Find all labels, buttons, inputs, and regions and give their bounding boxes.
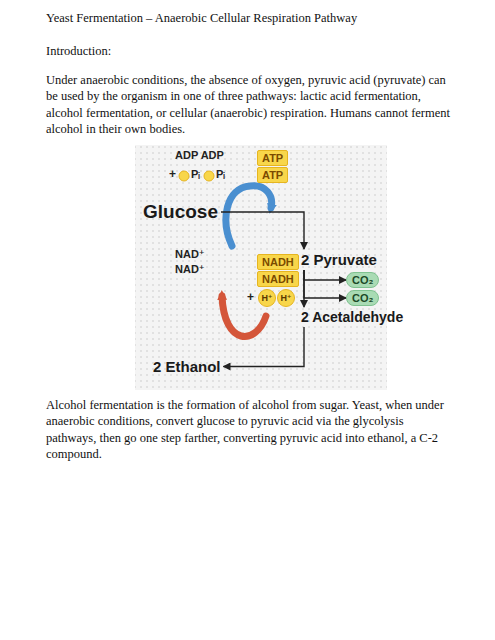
- phosphate-dot: [179, 171, 189, 181]
- molecule-label: NAD⁺: [175, 248, 205, 261]
- atp-box: ATP: [257, 167, 288, 183]
- node-text: NADH: [262, 255, 294, 269]
- node-text: ATP: [262, 151, 283, 165]
- plus-sign: +: [169, 167, 176, 181]
- node-text: H⁺: [261, 292, 273, 304]
- node-text: 2 Ethanol: [153, 358, 221, 375]
- node-text: ATP: [262, 168, 283, 182]
- node-text: H⁺: [280, 292, 292, 304]
- phosphate-dot: [204, 171, 214, 181]
- co2-pill: CO₂: [346, 290, 379, 306]
- section-heading: Introduction:: [46, 43, 111, 59]
- flow-arrow: [304, 270, 346, 280]
- body-paragraph: Alcohol fermentation is the formation of…: [46, 397, 456, 462]
- flow-arrow: [221, 212, 304, 249]
- energy-arrow: [226, 186, 272, 246]
- compound-label: Glucose: [140, 199, 221, 225]
- flow-arrow: [304, 270, 346, 298]
- co2-pill: CO₂: [346, 272, 379, 288]
- node-text: CO₂: [352, 273, 373, 287]
- atp-box: ATP: [257, 150, 288, 166]
- body-paragraph: Under anaerobic conditions, the absence …: [46, 72, 456, 137]
- page-title: Yeast Fermentation – Anaerobic Cellular …: [46, 10, 466, 26]
- proton-circle: H⁺: [258, 289, 276, 307]
- nadh-box: NADH: [257, 254, 299, 270]
- dot-grid: [135, 145, 387, 390]
- flow-arrow: [224, 327, 305, 367]
- molecule-label: NAD⁺: [175, 263, 205, 276]
- node-text: 2 Acetaldehyde: [301, 309, 403, 325]
- node-text: CO₂: [352, 291, 373, 305]
- nadh-box: NADH: [257, 271, 299, 287]
- node-text: Glucose: [143, 201, 218, 223]
- compound-label: 2 Pyruvate: [298, 249, 380, 270]
- figure-ground: [135, 145, 387, 390]
- molecule-label: ADP ADP: [175, 149, 224, 161]
- compound-label: 2 Ethanol: [150, 356, 224, 377]
- phosphate-label: Pᵢ: [216, 168, 225, 180]
- flow-arrow: [303, 270, 304, 307]
- phosphate-label: Pᵢ: [191, 168, 200, 180]
- plus-sign: +: [247, 290, 254, 304]
- node-text: 2 Pyruvate: [301, 251, 377, 268]
- compound-label: 2 Acetaldehyde: [298, 307, 406, 327]
- node-text: NADH: [262, 272, 294, 286]
- proton-circle: H⁺: [277, 289, 295, 307]
